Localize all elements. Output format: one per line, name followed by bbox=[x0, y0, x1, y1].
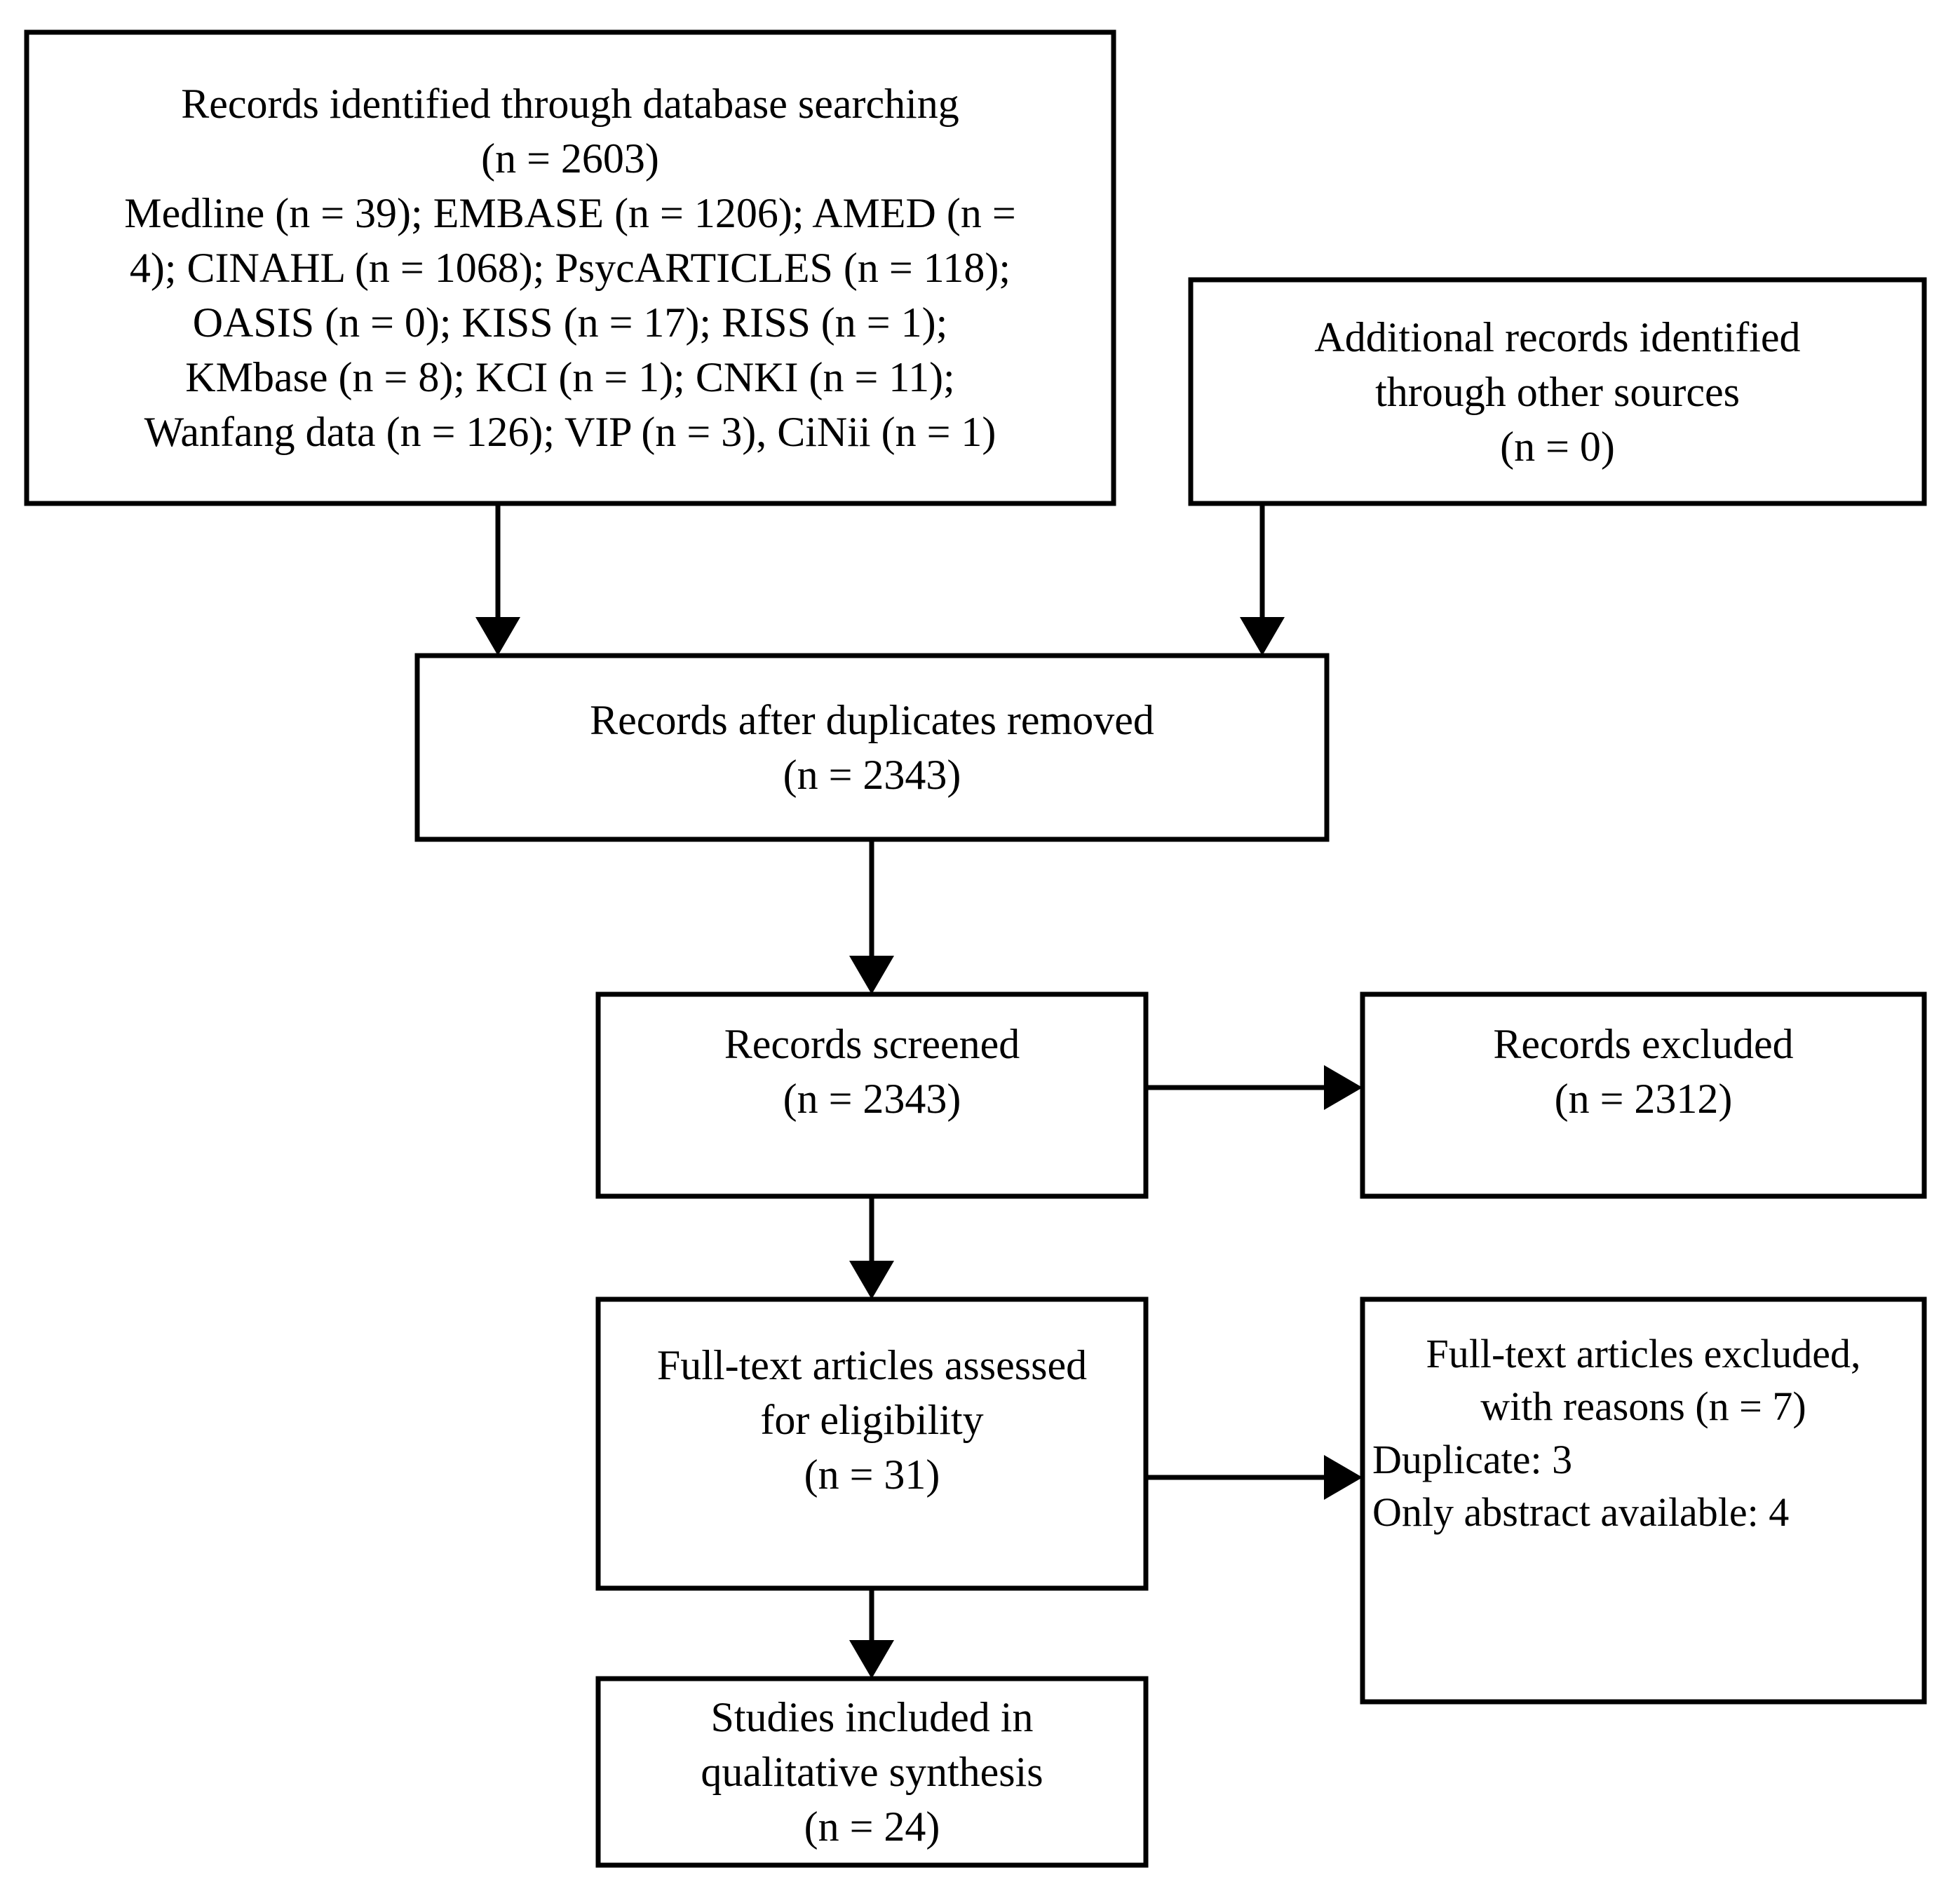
box-records-identified-database-searching bbox=[24, 29, 1116, 506]
edge-identified-to-deduplicated-arrowhead bbox=[475, 617, 520, 656]
edge-deduplicated-to-screened-arrowhead bbox=[849, 956, 894, 994]
box-full-text-articles-assessed bbox=[595, 1296, 1149, 1591]
box-full-text-articles-excluded bbox=[1360, 1296, 1927, 1705]
edge-additional-to-deduplicated-arrowhead bbox=[1240, 617, 1285, 656]
box-additional-records-other-sources bbox=[1188, 277, 1927, 506]
edge-eligibility-to-included-arrowhead bbox=[849, 1640, 894, 1679]
edge-screened-to-records-excluded-arrowhead bbox=[1324, 1065, 1363, 1110]
box-records-after-duplicates-removed bbox=[414, 653, 1330, 842]
edge-screened-to-eligibility-arrowhead bbox=[849, 1261, 894, 1299]
edge-eligibility-to-fulltext-excluded-arrowhead bbox=[1324, 1455, 1363, 1500]
box-records-excluded bbox=[1360, 991, 1927, 1199]
box-records-screened bbox=[595, 991, 1149, 1199]
box-studies-included bbox=[595, 1676, 1149, 1868]
